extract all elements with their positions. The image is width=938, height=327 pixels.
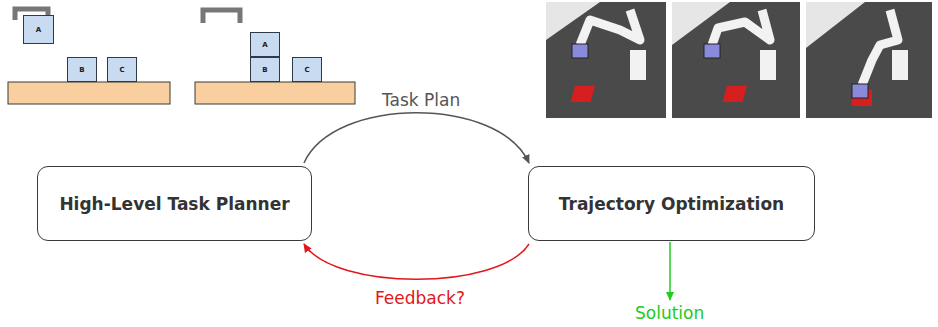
process-box: High-Level Task Planner bbox=[37, 166, 312, 241]
robot-render bbox=[672, 2, 800, 118]
edge-label: Feedback? bbox=[373, 288, 467, 308]
node-text: B bbox=[79, 66, 84, 74]
block: A bbox=[250, 32, 280, 57]
block: C bbox=[292, 57, 322, 82]
edge-label: Task Plan bbox=[380, 90, 462, 110]
table bbox=[195, 82, 355, 104]
flow-arrow bbox=[304, 244, 529, 279]
block: B bbox=[67, 57, 97, 82]
node-text: C bbox=[304, 66, 309, 74]
node-text: C bbox=[119, 66, 124, 74]
node-text: A bbox=[36, 26, 41, 34]
flow-arrow bbox=[304, 113, 529, 163]
node-text: B bbox=[262, 66, 267, 74]
process-box: Trajectory Optimization bbox=[528, 166, 815, 241]
robot-render bbox=[806, 2, 932, 118]
block: C bbox=[107, 57, 137, 82]
solution-label: Solution bbox=[633, 303, 706, 323]
table bbox=[8, 82, 170, 104]
gripper bbox=[203, 10, 240, 23]
node-text: A bbox=[262, 41, 267, 49]
block: A bbox=[23, 15, 54, 44]
node-text: Trajectory Optimization bbox=[559, 194, 784, 214]
solution-arrow bbox=[669, 242, 671, 300]
block: B bbox=[250, 57, 280, 82]
robot-render bbox=[546, 2, 666, 118]
node-text: High-Level Task Planner bbox=[59, 194, 289, 214]
